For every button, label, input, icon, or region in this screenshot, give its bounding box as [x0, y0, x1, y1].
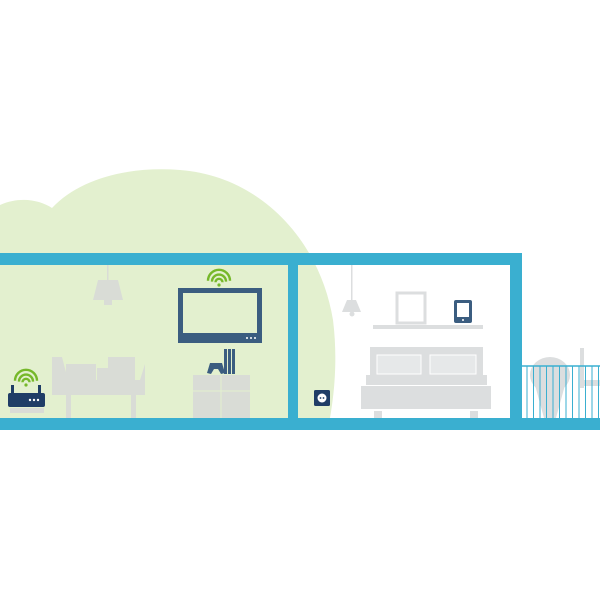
router-icon [8, 385, 45, 413]
socket-icon [314, 390, 330, 406]
game-console-icon [224, 349, 235, 374]
wifi-arc [17, 373, 35, 382]
sofa-icon [52, 357, 145, 418]
wifi-dot [217, 283, 221, 287]
game-controller-icon [207, 363, 225, 374]
wifi-arc [13, 368, 39, 381]
lamp-icon [93, 265, 123, 305]
wifi-arc [210, 273, 228, 282]
balcony-railing [522, 365, 600, 418]
picture-frame-icon [395, 291, 427, 325]
house-walls [0, 253, 600, 430]
wifi-arc [21, 377, 31, 383]
tablet-icon [454, 300, 472, 323]
wifi-arc [206, 268, 232, 281]
wall-shelf [373, 325, 483, 329]
wifi-icon [13, 368, 39, 387]
wifi-arc [214, 277, 224, 283]
wifi-icon [206, 268, 232, 287]
wifi-dot [24, 383, 28, 387]
pendant-lamp-icon [342, 265, 361, 317]
tv-icon [178, 288, 262, 343]
